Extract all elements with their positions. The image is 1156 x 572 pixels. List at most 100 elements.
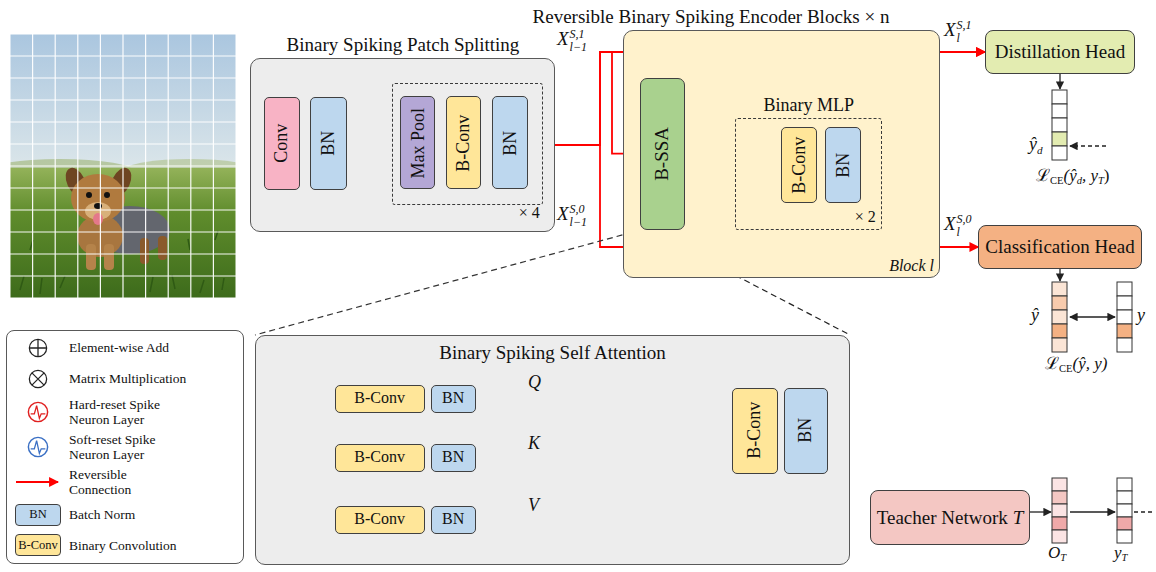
text-slot: B-Conv — [733, 389, 777, 473]
add-symbol — [903, 43, 920, 60]
text-slot: B-Conv — [447, 97, 480, 188]
box-label: BN — [442, 389, 464, 407]
math-label: ŷd — [1029, 134, 1043, 155]
head-box: Distillation Head — [985, 30, 1135, 74]
subscript: d — [1037, 144, 1043, 156]
text-slot: B-SSA — [641, 79, 684, 229]
symbol: X — [557, 203, 569, 224]
wire — [862, 165, 882, 166]
legend-symbol — [10, 366, 66, 392]
reversible-connection — [882, 52, 985, 166]
distill-output-vector — [1052, 90, 1067, 160]
hard-reset-spike — [483, 510, 502, 529]
subscript: T — [1122, 552, 1128, 563]
batchnorm-box: BN — [431, 444, 476, 472]
binary-conv-box: B-Conv — [446, 96, 481, 189]
legend-row: Soft-reset Spike Neuron Layer — [7, 432, 189, 462]
text-slot: × 2 — [855, 208, 876, 226]
index-stack: S,1l−1 — [570, 28, 587, 53]
legend-symbol — [10, 434, 66, 460]
symbol: , y — [1082, 166, 1098, 185]
legend-symbol — [10, 335, 66, 361]
math-label: ℒCE(ŷd, yT) — [1036, 166, 1110, 186]
box-label: B-Conv — [789, 137, 810, 194]
subscript: CE — [1050, 175, 1063, 186]
module-panel: B-ConvBNB-ConvBNB-ConvBNB-ConvBNBinary S… — [255, 335, 850, 565]
reversible-connection — [555, 52, 640, 154]
legend-symbol-cell — [7, 469, 69, 495]
swatch-label: B-Conv — [18, 538, 58, 552]
text-slot: BN — [493, 97, 527, 188]
patch-grid — [10, 34, 236, 298]
legend-swatch: BN — [15, 504, 61, 526]
text-slot: BN — [432, 507, 475, 533]
symbol: X — [944, 213, 956, 234]
binary-conv-box: B-Conv — [335, 444, 425, 472]
class-output-vector — [1052, 282, 1067, 352]
superscript: S,0 — [570, 203, 587, 216]
math-label: ℒCE(ŷ, y) — [1045, 354, 1107, 374]
hard-reset-spike — [675, 460, 694, 479]
legend-symbol-cell — [7, 399, 69, 425]
swatch-label: BN — [29, 507, 46, 521]
math-label: y — [1137, 305, 1145, 326]
symbol: y — [1137, 305, 1145, 325]
text-slot: Binary MLP — [509, 95, 1109, 119]
symbol: K — [528, 433, 540, 453]
legend-row: Reversible Connection — [7, 467, 189, 497]
box-label: B-Conv — [354, 510, 405, 528]
wire — [347, 144, 359, 145]
legend-symbol-cell — [7, 434, 69, 460]
subscript: l−1 — [570, 41, 587, 54]
symbol: ℒ — [1045, 354, 1059, 373]
note-label: × 4 — [519, 204, 540, 222]
add-symbol — [29, 339, 46, 356]
symbol: ŷ — [1029, 134, 1037, 154]
text-slot: Binary Spiking Self Attention — [256, 342, 849, 364]
math-label: XS,1l — [944, 19, 972, 44]
box-label: BN — [442, 510, 464, 528]
wire — [1059, 269, 1060, 281]
batchnorm-box: BN — [825, 127, 861, 203]
text-slot: Conv — [265, 98, 299, 189]
wire — [685, 431, 731, 459]
dashed-wire — [1070, 145, 1106, 146]
wire — [595, 482, 685, 520]
box-label: Teacher Network — [877, 507, 1008, 529]
reversible-connection — [555, 52, 985, 145]
legend-text: Element-wise Add — [69, 340, 189, 355]
text-slot: BN — [432, 445, 475, 471]
text-slot: Block l — [889, 257, 934, 275]
wire — [1030, 511, 1051, 512]
wire — [1059, 74, 1060, 89]
batchnorm-box: BN — [310, 97, 347, 190]
box-label: Max Pool — [408, 108, 429, 179]
binary-conv-box: B-Conv — [335, 506, 425, 534]
superscript: S,0 — [957, 213, 972, 226]
subscript: CE — [1059, 363, 1072, 374]
math-label: Q — [528, 372, 541, 393]
math-label: XS,0l — [944, 213, 972, 238]
reversible-connection — [555, 145, 978, 247]
dashed-wire — [1134, 511, 1152, 512]
hard-reset-spike — [483, 389, 502, 408]
maxpool-box: Max Pool — [400, 96, 435, 189]
text-slot: BN — [432, 386, 475, 412]
teacher-box: Teacher NetworkT — [870, 490, 1031, 545]
spike-symbol — [28, 437, 47, 456]
legend-row: Matrix Multiplication — [7, 366, 189, 392]
symbol: ℒ — [1036, 166, 1050, 185]
subscript: l — [957, 32, 972, 45]
box-label: B-Conv — [354, 389, 405, 407]
legend-swatch: B-Conv — [15, 534, 61, 556]
legend-text: Hard-reset Spike Neuron Layer — [69, 397, 189, 427]
math-label: ŷ — [1031, 305, 1039, 326]
text-slot: BN — [826, 128, 860, 202]
wire — [585, 469, 630, 509]
text-slot: BN — [311, 98, 346, 189]
superscript: S,1 — [570, 28, 587, 41]
note-label: × 2 — [855, 208, 876, 226]
legend-row: Hard-reset Spike Neuron Layer — [7, 397, 189, 427]
legend-box: Element-wise AddMatrix MultiplicationHar… — [6, 330, 244, 564]
symbol: y — [1114, 543, 1122, 562]
